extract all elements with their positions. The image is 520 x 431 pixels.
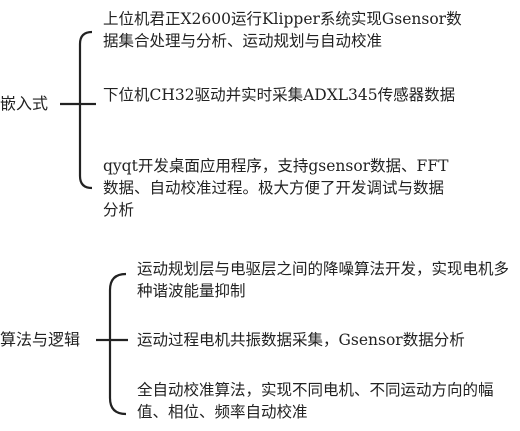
- group-1-brace: [78, 30, 93, 190]
- group-2-brace: [108, 272, 127, 416]
- group-2-item-3: 全自动校准算法，实现不同电机、不同运动方向的幅值、相位、频率自动校准: [137, 381, 494, 421]
- group-1-item-1: 上位机君正X2600运行Klipper系统实现Gsensor数据集合处理与分析、…: [103, 10, 462, 50]
- group-2-item-1: 运动规划层与电驱层之间的降噪算法开发，实现电机多种谐波能量抑制: [137, 260, 510, 300]
- group-label-embedded: 嵌入式: [0, 94, 49, 113]
- group-label-algorithm: 算法与逻辑: [0, 330, 81, 349]
- group-2-item-2: 运动过程电机共振数据采集，Gsensor数据分析: [137, 331, 465, 349]
- group-1-item-3: qyqt开发桌面应用程序，支持gsensor数据、FFT数据、自动校准过程。极大…: [103, 157, 449, 219]
- group-1-item-2: 下位机CH32驱动并实时采集ADXL345传感器数据: [103, 86, 456, 104]
